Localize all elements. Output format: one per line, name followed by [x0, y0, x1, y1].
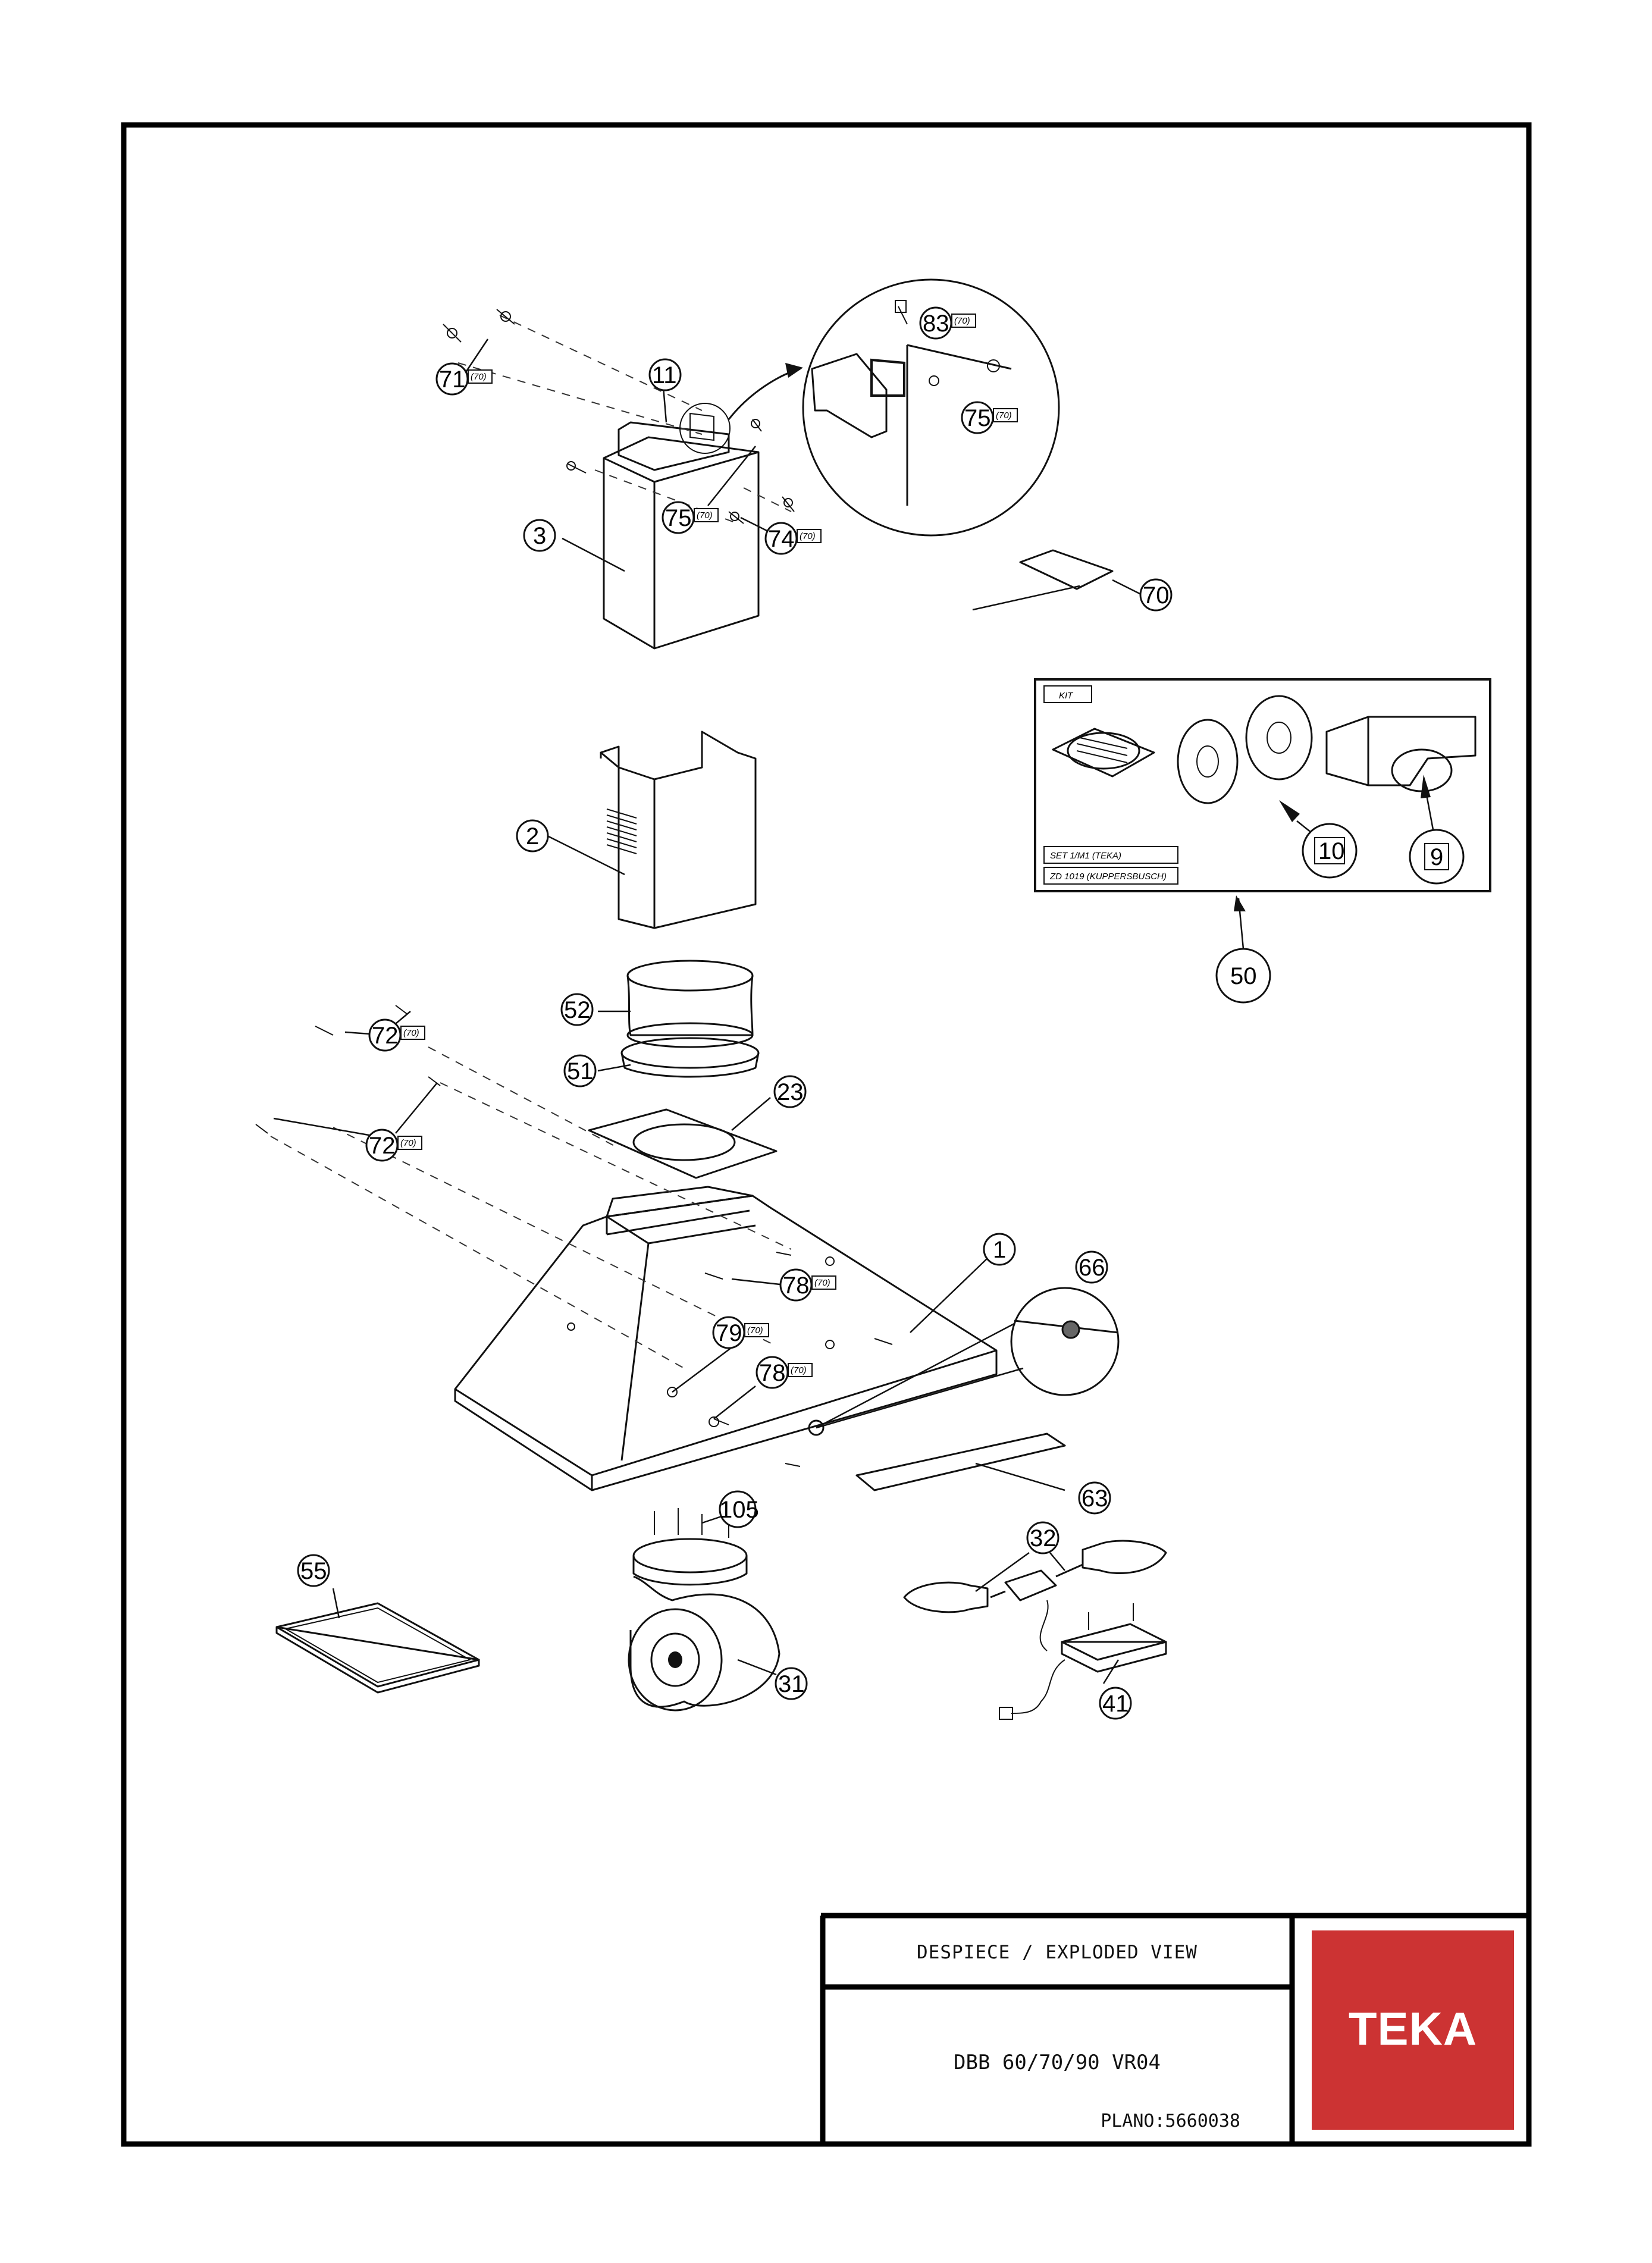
model-number: DBB 60/70/90 VR04	[954, 2051, 1161, 2074]
callout-11: 11	[652, 362, 677, 388]
callout-63: 63	[1082, 1485, 1108, 1512]
callout-9: 9	[1430, 844, 1443, 870]
title-block: DESPIECE / EXPLODED VIEW DBB 60/70/90 VR…	[820, 1913, 1529, 2144]
callout-83-sub: (70)	[954, 316, 970, 326]
callout-51: 51	[567, 1058, 594, 1085]
callout-75-detail: 75	[964, 405, 991, 431]
callout-79-sub: (70)	[747, 1325, 763, 1336]
callout-75-detail-sub: (70)	[996, 410, 1012, 421]
callout-2: 2	[526, 823, 539, 850]
plano-number: PLANO:5660038	[1101, 2111, 1240, 2132]
lighting-assembly-part	[903, 1540, 1167, 1720]
leader-lines	[273, 338, 1143, 1684]
callout-3: 3	[533, 523, 546, 549]
callout-105: 105	[719, 1497, 759, 1523]
kit-zd-label: ZD 1019 (KUPPERSBUSCH)	[1049, 872, 1167, 882]
kit-label: KIT	[1059, 691, 1074, 701]
callout-72-upper: 72	[372, 1023, 399, 1049]
callout-71-sub: (70)	[471, 372, 487, 382]
callout-74: 74	[768, 526, 795, 552]
adapter-plate	[588, 1108, 778, 1179]
hood-body	[255, 1005, 1120, 1491]
upper-chimney-part	[443, 278, 1060, 650]
callout-79: 79	[716, 1320, 742, 1346]
kit-set-label: SET 1/M1 (TEKA)	[1050, 851, 1121, 861]
drawing-title: DESPIECE / EXPLODED VIEW	[917, 1942, 1198, 1963]
callout-72-lower-sub: (70)	[400, 1138, 416, 1148]
callout-78-upper-sub: (70)	[814, 1278, 830, 1288]
callout-52: 52	[564, 997, 591, 1023]
callout-31: 31	[778, 1671, 805, 1697]
motor-outlet-collar	[620, 960, 760, 1078]
callout-41: 41	[1102, 1691, 1129, 1717]
callout-10: 10	[1318, 838, 1345, 864]
callout-83: 83	[923, 311, 949, 337]
callout-70: 70	[1143, 582, 1170, 609]
drawing-frame	[121, 122, 1532, 2147]
fan-motor-part	[628, 1508, 780, 1712]
callout-75-sub: (70)	[697, 510, 713, 521]
callout-72-upper-sub: (70)	[403, 1028, 419, 1038]
callout-50: 50	[1230, 963, 1257, 989]
callout-32: 32	[1030, 1525, 1057, 1551]
grease-strip-part	[855, 1433, 1066, 1491]
callout-72-lower: 72	[369, 1133, 396, 1159]
callout-23: 23	[777, 1079, 804, 1105]
brand-logo-text: TEKA	[1349, 2002, 1477, 2055]
callout-55: 55	[300, 1558, 327, 1584]
recirculation-kit-box: KIT SET 1/M1 (TEKA) ZD 1019 (KUPPERSBUSC…	[1034, 678, 1491, 949]
callout-75: 75	[665, 505, 692, 531]
filter-pad-part	[1019, 549, 1114, 590]
callout-66: 66	[1079, 1255, 1105, 1281]
lower-chimney-part	[600, 731, 757, 929]
callout-74-sub: (70)	[800, 531, 816, 541]
callout-78-lower: 78	[759, 1360, 786, 1386]
callout-78-upper: 78	[783, 1272, 810, 1299]
brand-logo	[1312, 1930, 1514, 2130]
callouts: 71 (70) 11 83 (70) 75 (70) 75 (70) 74 (7…	[297, 306, 1271, 1720]
callout-1: 1	[993, 1237, 1006, 1263]
callout-71: 71	[439, 366, 466, 393]
callout-78-lower-sub: (70)	[791, 1365, 807, 1375]
grease-filter-part	[275, 1602, 480, 1694]
